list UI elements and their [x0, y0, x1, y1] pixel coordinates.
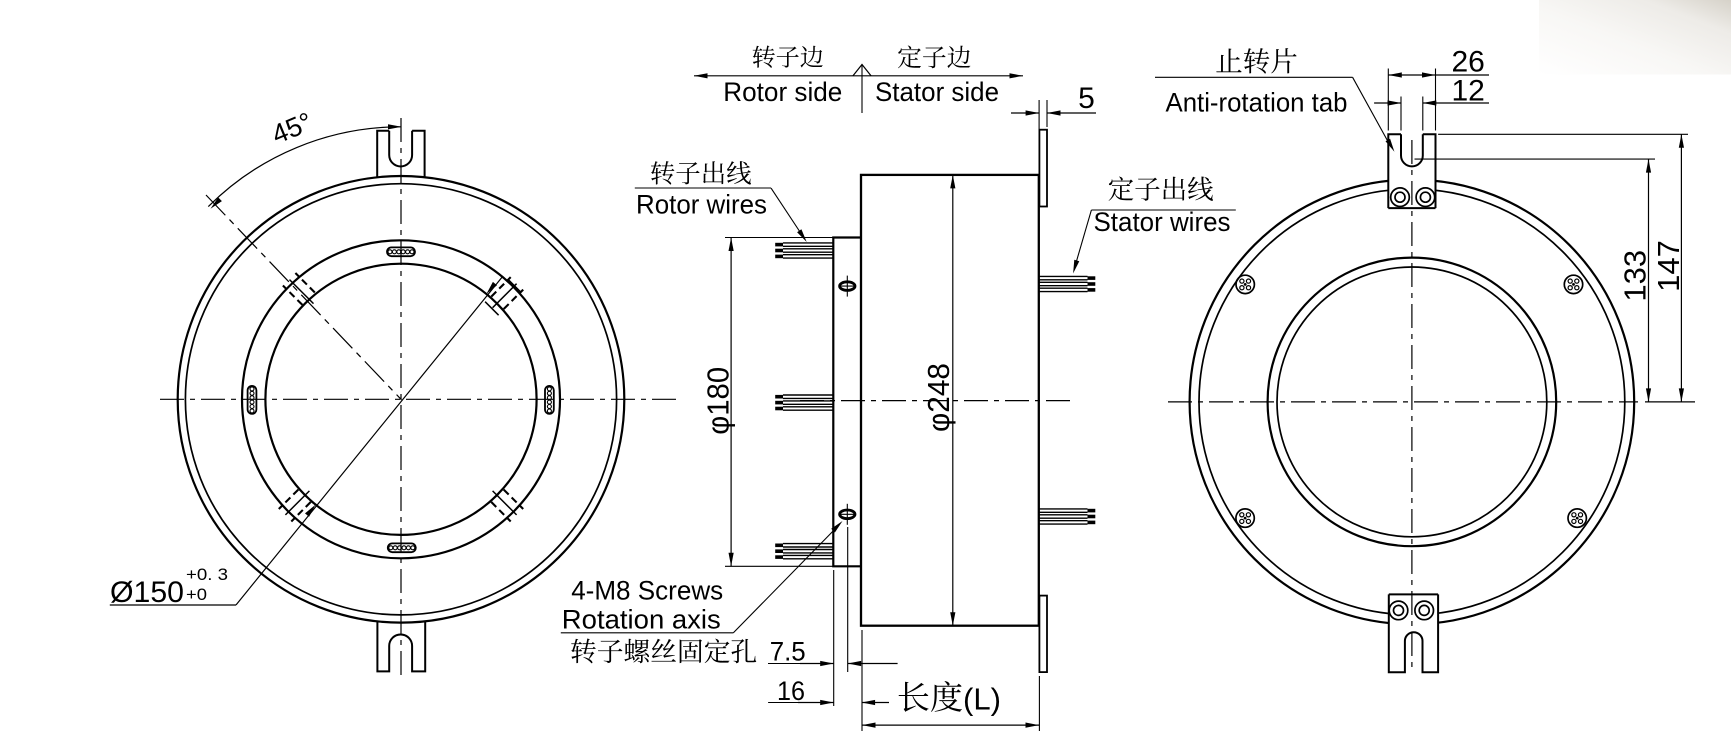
svg-text:Rotor side: Rotor side [723, 77, 842, 107]
svg-text:4-M8 Screws: 4-M8 Screws [571, 576, 723, 606]
svg-text:147: 147 [1651, 240, 1686, 292]
svg-text:Stator wires: Stator wires [1094, 207, 1231, 237]
svg-text:Rotor wires: Rotor wires [636, 190, 767, 220]
svg-text:φ180: φ180 [701, 367, 736, 435]
svg-text:133: 133 [1618, 250, 1653, 302]
svg-text:Anti-rotation tab: Anti-rotation tab [1166, 88, 1348, 118]
svg-text:7.5: 7.5 [770, 637, 806, 667]
svg-text:12: 12 [1452, 75, 1485, 108]
svg-text:5: 5 [1078, 82, 1095, 115]
svg-text:Ø150: Ø150 [110, 576, 184, 609]
svg-text:26: 26 [1452, 46, 1485, 79]
svg-text:+0: +0 [186, 585, 207, 604]
svg-text:φ248: φ248 [921, 363, 956, 432]
svg-text:16: 16 [777, 676, 805, 706]
svg-text:(L): (L) [963, 682, 1001, 717]
svg-text:+0. 3: +0. 3 [186, 565, 228, 584]
svg-text:Stator side: Stator side [875, 77, 999, 107]
svg-text:Rotation axis: Rotation axis [562, 605, 721, 635]
